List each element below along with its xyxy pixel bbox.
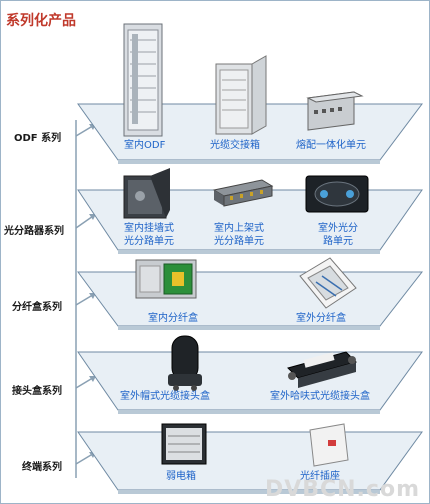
splice-unit-image — [306, 91, 364, 131]
outdoor-splitter-image — [305, 175, 369, 213]
product-label-indoor-box: 室内分纤盒 — [148, 313, 198, 324]
product-label-splice-unit: 熔配一体化单元 — [296, 140, 366, 151]
product-label-outdoor-splitter-line1: 室外光分 — [318, 223, 358, 234]
category-splitter: 光分路器系列 — [4, 226, 64, 237]
fiber-socket-image — [309, 423, 349, 467]
fiber-cabinet-image — [215, 55, 267, 135]
product-label-wall-splitter: 室内挂墙式 光分路单元 — [124, 222, 174, 248]
dome-closure-image — [168, 335, 202, 391]
product-label-rack-splitter: 室内上架式 光分路单元 — [214, 222, 264, 248]
page-title: 系列化产品 — [6, 13, 76, 29]
shelf-closure — [77, 351, 423, 414]
connector-arrow-splitter — [75, 213, 97, 229]
watermark: DVBCN.com — [264, 477, 420, 502]
connector-arrow-distribution — [75, 292, 97, 306]
product-label-wall-splitter-line1: 室内挂墙式 — [124, 223, 174, 234]
product-label-indoor-odf: 室内ODF — [124, 140, 166, 151]
product-label-wall-splitter-line2: 光分路单元 — [124, 236, 174, 247]
connector-arrow-closure — [75, 375, 97, 389]
product-label-horizontal-closure: 室外哈呋式光缆接头盒 — [270, 391, 370, 402]
shelf-distribution — [77, 271, 424, 330]
product-label-weak-current-box: 弱电箱 — [166, 471, 196, 482]
product-label-outdoor-box: 室外分纤盒 — [296, 313, 346, 324]
product-label-dome-closure: 室外帽式光缆接头盒 — [120, 391, 210, 402]
category-odf: ODF 系列 — [14, 133, 62, 144]
product-label-cabinet: 光缆交接箱 — [210, 140, 260, 151]
weak-current-box-image — [161, 423, 207, 465]
product-label-outdoor-splitter-line2: 路单元 — [323, 236, 353, 247]
category-terminal: 终端系列 — [22, 462, 62, 473]
horizontal-closure-image — [287, 351, 357, 388]
product-label-rack-splitter-line2: 光分路单元 — [214, 236, 264, 247]
category-distribution: 分纤盒系列 — [12, 302, 62, 313]
category-closure: 接头盒系列 — [12, 386, 62, 397]
product-label-fiber-socket: 光纤插座 — [300, 471, 340, 482]
product-label-outdoor-splitter: 室外光分 路单元 — [318, 222, 358, 248]
indoor-box-image — [135, 259, 197, 299]
product-label-rack-splitter-line1: 室内上架式 — [214, 223, 264, 234]
outdoor-box-image — [299, 257, 357, 309]
rack-splitter-image — [212, 179, 274, 207]
odf-rack-image — [123, 23, 163, 137]
wall-splitter-image — [123, 168, 170, 219]
